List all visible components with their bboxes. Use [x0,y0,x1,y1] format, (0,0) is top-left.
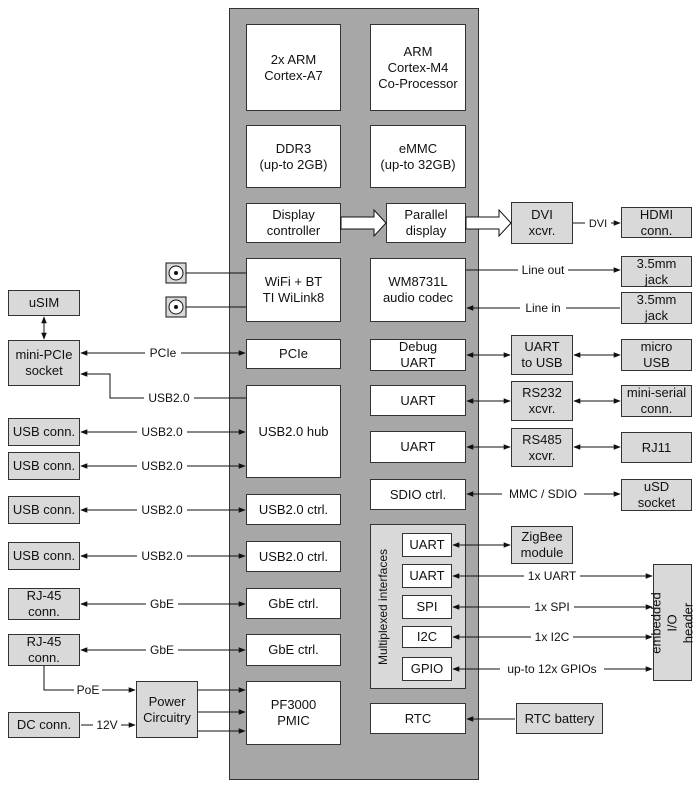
mini-serial-conn-block: mini-serial conn. [621,385,692,417]
usim-block: uSIM [8,290,80,316]
gbe-ctrl-block-2: GbE ctrl. [246,634,341,666]
wifi-bt-block: WiFi + BT TI WiLink8 [246,258,341,322]
usb-conn-block-3: USB conn. [8,496,80,524]
emmc-block: eMMC (up-to 32GB) [370,125,466,188]
usb-conn-block-2: USB conn. [8,452,80,480]
sdio-ctrl-block: SDIO ctrl. [370,479,466,510]
mux-uart-block-1: UART [402,533,452,557]
zigbee-module-block: ZigBee module [511,526,573,564]
12v-link-label: 12V [96,718,117,732]
pcie-block: PCIe [246,339,341,369]
mux-gpio-block: GPIO [402,657,452,681]
rj45-conn-block-2: RJ-45 conn. [8,634,80,666]
mini-pcie-socket-block: mini-PCIe socket [8,340,80,386]
poe-link-label: PoE [77,683,100,697]
embedded-io-header-block: embedded I/O header [649,564,696,681]
ddr3-block: DDR3 (up-to 2GB) [246,125,341,188]
spi-header-link-label: 1x SPI [534,600,569,614]
display-controller-block: Display controller [246,203,341,243]
pmic-block: PF3000 PMIC [246,681,341,745]
line-in-label: Line in [525,301,560,315]
usb-ctrl-block-2: USB2.0 ctrl. [246,541,341,572]
antenna-connector-icon [165,296,187,318]
usb-conn-block-1: USB conn. [8,418,80,446]
mux-i2c-block: I2C [402,626,452,648]
uart-to-usb-block: UART to USB [511,335,573,375]
audio-codec-block: WM8731L audio codec [370,258,466,322]
usb-link-label-2: USB2.0 [141,459,183,473]
mux-uart-block-2: UART [402,564,452,588]
debug-uart-block: Debug UART [370,339,466,371]
usb-link-label-3: USB2.0 [141,503,183,517]
usb-link-label-1: USB2.0 [141,425,183,439]
parallel-display-block: Parallel display [386,203,466,243]
audio-jack-in-block: 3.5mm jack [621,292,692,324]
pcie-link-label: PCIe [150,346,177,360]
arm-cortex-a7-block: 2x ARM Cortex-A7 [246,24,341,111]
power-circuitry-block: Power Circuitry [136,681,198,738]
rtc-battery-block: RTC battery [516,703,603,734]
uart-rs485-block: UART [370,431,466,463]
arm-cortex-m4-block: ARM Cortex-M4 Co-Processor [370,24,466,111]
rj11-block: RJ11 [621,432,692,463]
mux-spi-block: SPI [402,595,452,619]
usb-ctrl-block-1: USB2.0 ctrl. [246,494,341,525]
uart-header-link-label: 1x UART [528,569,577,583]
rj45-conn-block-1: RJ-45 conn. [8,588,80,620]
usd-socket-block: uSD socket [621,479,692,511]
micro-usb-block: micro USB [621,339,692,371]
rtc-block: RTC [370,703,466,734]
gbe-ctrl-block-1: GbE ctrl. [246,588,341,619]
i2c-header-link-label: 1x I2C [535,630,570,644]
uart-rs232-block: UART [370,385,466,416]
gpio-header-link-label: up-to 12x GPIOs [507,662,596,676]
line-out-label: Line out [522,263,565,277]
rs485-xcvr-block: RS485 xcvr. [511,428,573,467]
usb-mpcie-link-label: USB2.0 [148,391,190,405]
dc-conn-block: DC conn. [8,712,80,738]
mmc-sdio-link-label: MMC / SDIO [509,487,577,501]
gbe-link-label-2: GbE [150,643,174,657]
usb-hub-block: USB2.0 hub [246,385,341,478]
gbe-link-label-1: GbE [150,597,174,611]
dvi-link-label: DVI [589,218,607,230]
audio-jack-out-block: 3.5mm jack [621,256,692,287]
usb-link-label-4: USB2.0 [141,549,183,563]
usb-conn-block-4: USB conn. [8,542,80,570]
rs232-xcvr-block: RS232 xcvr. [511,381,573,421]
hdmi-conn-block: HDMI conn. [621,207,692,238]
dvi-xcvr-block: DVI xcvr. [511,202,573,244]
antenna-connector-icon [165,262,187,284]
